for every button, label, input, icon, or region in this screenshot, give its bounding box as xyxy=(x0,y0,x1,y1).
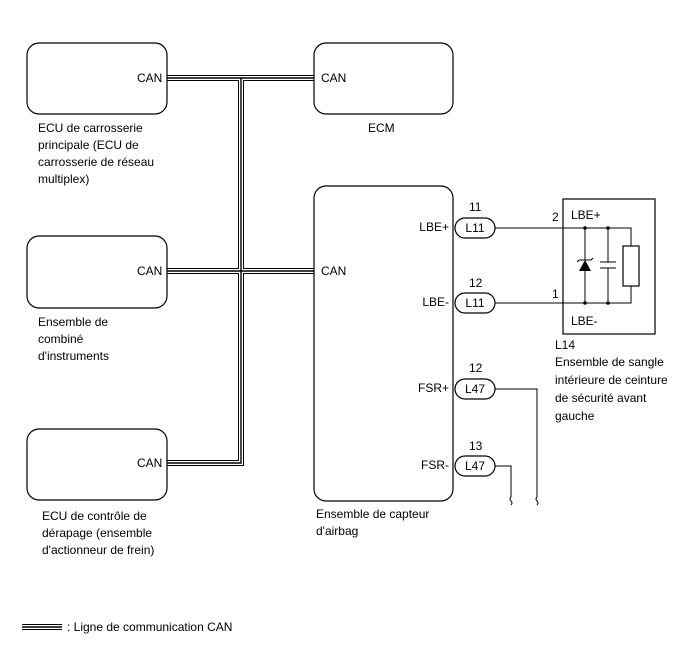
seat-belt-terminal-bottom: LBE- xyxy=(571,314,598,328)
wire-fsr-plus-break xyxy=(535,496,539,506)
airbag-sensor-can-port: CAN xyxy=(321,264,346,278)
wire-fsr-plus xyxy=(495,388,538,497)
airbag-sensor-box xyxy=(313,185,454,502)
legend-text: : Ligne de communication CAN xyxy=(67,620,232,634)
airbag-sensor: CAN Ensemble de capteur d'airbag LBE+ LB… xyxy=(313,185,454,538)
terminal-lbe-plus: LBE+ xyxy=(419,220,449,234)
seat-belt-label-1: Ensemble de sangle xyxy=(555,355,664,369)
body-ecu-label-1: ECU de carrosserie xyxy=(38,121,143,135)
seat-belt-connector-id: L14 xyxy=(555,338,575,352)
zener-bar xyxy=(576,257,594,263)
terminal-fsr-plus: FSR+ xyxy=(418,381,449,395)
ecm-can-port: CAN xyxy=(321,71,346,85)
instrument-cluster-label-2: combiné xyxy=(38,332,84,346)
wire-fsr-minus xyxy=(495,465,512,497)
seat-belt-assembly: 2 1 LBE+ LBE- L14 Ensemble de sangle int… xyxy=(552,198,668,423)
pin-number-12b: 12 xyxy=(469,361,483,375)
body-ecu-label-3: carrosserie de réseau xyxy=(38,155,154,169)
connector-l47-label-2: L47 xyxy=(465,459,485,473)
can-bus xyxy=(164,75,317,466)
ecm-box xyxy=(313,42,454,115)
seat-belt-label-4: gauche xyxy=(555,409,595,423)
instrument-cluster-label-3: d'instruments xyxy=(38,349,109,363)
connector-l47-label-1: L47 xyxy=(465,382,485,396)
terminal-lbe-minus: LBE- xyxy=(422,295,449,309)
connector-l11-label-2: L11 xyxy=(465,296,484,310)
ecm-label: ECM xyxy=(368,121,395,135)
pin-number-13: 13 xyxy=(469,439,483,453)
seat-belt-terminal-top: LBE+ xyxy=(571,208,601,222)
instrument-cluster-label-1: Ensemble de xyxy=(38,315,108,329)
seat-belt-pin-2: 2 xyxy=(552,210,559,224)
skid-control-ecu-box xyxy=(26,428,168,501)
instrument-cluster-box xyxy=(26,235,168,309)
skid-control-ecu-label-1: ECU de contrôle de xyxy=(42,509,147,523)
resistor-icon xyxy=(622,245,640,287)
seat-belt-label-3: de sécurité avant xyxy=(555,391,647,405)
body-ecu: CAN ECU de carrosserie principale (ECU d… xyxy=(26,42,168,186)
seat-belt-pin-1: 1 xyxy=(552,287,559,301)
junction-dot xyxy=(606,226,610,230)
connector-l11-label-1: L11 xyxy=(465,221,484,235)
instrument-cluster: CAN Ensemble de combiné d'instruments xyxy=(26,235,168,363)
zener-diode-icon xyxy=(579,260,591,271)
terminal-fsr-minus: FSR- xyxy=(421,458,449,472)
legend: : Ligne de communication CAN xyxy=(22,620,232,634)
wires xyxy=(495,227,563,506)
skid-control-ecu: CAN ECU de contrôle de dérapage (ensembl… xyxy=(26,428,168,557)
skid-control-ecu-label-3: d'actionneur de frein) xyxy=(42,543,154,557)
skid-control-ecu-label-2: dérapage (ensemble xyxy=(42,526,152,540)
junction-dot xyxy=(583,226,587,230)
pin-number-11: 11 xyxy=(469,200,482,214)
pin-number-12a: 12 xyxy=(469,276,483,290)
body-ecu-box xyxy=(26,42,168,115)
connectors: 11 L11 12 L11 12 L47 13 L47 xyxy=(454,200,496,477)
instrument-cluster-can-port: CAN xyxy=(137,264,162,278)
seat-belt-assembly-box xyxy=(562,198,656,335)
body-ecu-label-4: multiplex) xyxy=(38,172,89,186)
junction-dot xyxy=(583,301,587,305)
capacitor-icon xyxy=(600,261,616,269)
body-ecu-can-port: CAN xyxy=(137,71,162,85)
ecm: CAN ECM xyxy=(313,42,454,135)
airbag-sensor-label-2: d'airbag xyxy=(316,524,358,538)
junction-dot xyxy=(606,301,610,305)
wire-fsr-minus-break xyxy=(509,496,513,506)
skid-control-ecu-can-port: CAN xyxy=(137,456,162,470)
seat-belt-label-2: intérieure de ceinture xyxy=(555,373,668,387)
airbag-sensor-label-1: Ensemble de capteur xyxy=(316,507,429,521)
body-ecu-label-2: principale (ECU de xyxy=(38,138,139,152)
